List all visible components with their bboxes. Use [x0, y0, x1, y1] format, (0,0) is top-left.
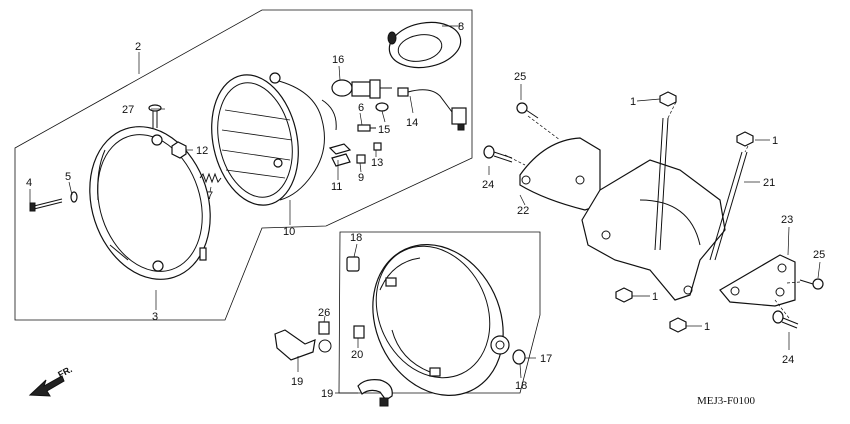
- grommet-18a: [346, 256, 360, 272]
- callout-14: 14: [406, 117, 418, 129]
- screw-27: [148, 104, 162, 128]
- callout-1c: 1: [652, 291, 658, 303]
- screw-6: [357, 124, 376, 132]
- bolt-20: [353, 325, 365, 339]
- washer-5: [70, 191, 78, 203]
- callout-1b: 1: [772, 135, 778, 147]
- stay-left: [519, 137, 601, 211]
- grommet-18b: [512, 349, 526, 365]
- front-direction-arrow: FR.: [28, 364, 74, 397]
- callout-1d: 1: [704, 321, 710, 333]
- callout-12: 12: [196, 145, 208, 157]
- callout-20: 20: [351, 349, 363, 361]
- diagram-code: MEJ3-F0100: [697, 395, 756, 407]
- nut-1d: [669, 317, 687, 333]
- bolt-24b: [772, 310, 799, 329]
- bolt-26: [318, 321, 330, 335]
- bolt-24a: [483, 145, 513, 163]
- headlight-unit: [211, 72, 337, 206]
- callout-25b: 25: [813, 249, 825, 261]
- stay-23: [719, 254, 796, 307]
- callout-1a: 1: [630, 96, 636, 108]
- bolt-25b: [799, 278, 824, 290]
- callout-5: 5: [65, 171, 71, 183]
- headlight-rim: [89, 126, 211, 280]
- group-box-headlight: [14, 9, 473, 321]
- callout-16: 16: [332, 54, 344, 66]
- callout-15: 15: [378, 124, 390, 136]
- callout-labels: 2 3 4 5 6 7 8 9 10 11 12 13 14 15 16 17 …: [26, 21, 825, 400]
- callout-13: 13: [371, 157, 383, 169]
- spring-7: [199, 172, 222, 184]
- callout-25a: 25: [514, 71, 526, 83]
- callout-3: 3: [152, 311, 158, 323]
- callout-18b: 18: [515, 380, 527, 392]
- leader-lines: [29, 25, 821, 394]
- clip-9: [356, 154, 366, 164]
- clamp-19b: [357, 379, 393, 407]
- bracket-11: [328, 143, 352, 167]
- nut-1b: [736, 131, 754, 147]
- callout-4: 4: [26, 177, 32, 189]
- callout-19a: 19: [291, 376, 303, 388]
- callout-27: 27: [122, 104, 134, 116]
- callout-17: 17: [540, 353, 552, 365]
- headlight-case: [372, 244, 510, 396]
- socket-14: [397, 87, 467, 131]
- stay-main: [581, 117, 748, 301]
- callout-2: 2: [135, 41, 141, 53]
- callout-18a: 18: [350, 232, 362, 244]
- callout-10: 10: [283, 226, 295, 238]
- callout-7: 7: [207, 190, 213, 202]
- bulb-16: [331, 79, 392, 99]
- callout-24b: 24: [782, 354, 794, 366]
- clamp-19a: [274, 329, 332, 361]
- callout-22: 22: [517, 205, 529, 217]
- guide-lines: [504, 101, 801, 319]
- callout-8: 8: [458, 21, 464, 33]
- callout-26: 26: [318, 307, 330, 319]
- nut-12: [171, 141, 187, 159]
- callout-6: 6: [358, 102, 364, 114]
- callout-9: 9: [358, 172, 364, 184]
- nut-1a: [659, 91, 677, 107]
- callout-19b: 19: [321, 388, 333, 400]
- bolt-25a: [516, 102, 539, 119]
- nut-1c: [615, 287, 633, 303]
- direction-label: FR.: [56, 364, 73, 380]
- dust-cover-8: [387, 21, 462, 69]
- callout-24a: 24: [482, 179, 494, 191]
- callout-21: 21: [763, 177, 775, 189]
- nut-13: [373, 142, 382, 151]
- callout-11: 11: [331, 181, 342, 193]
- screw-4: [29, 198, 63, 212]
- callout-23: 23: [781, 214, 793, 226]
- holder-15: [375, 102, 389, 112]
